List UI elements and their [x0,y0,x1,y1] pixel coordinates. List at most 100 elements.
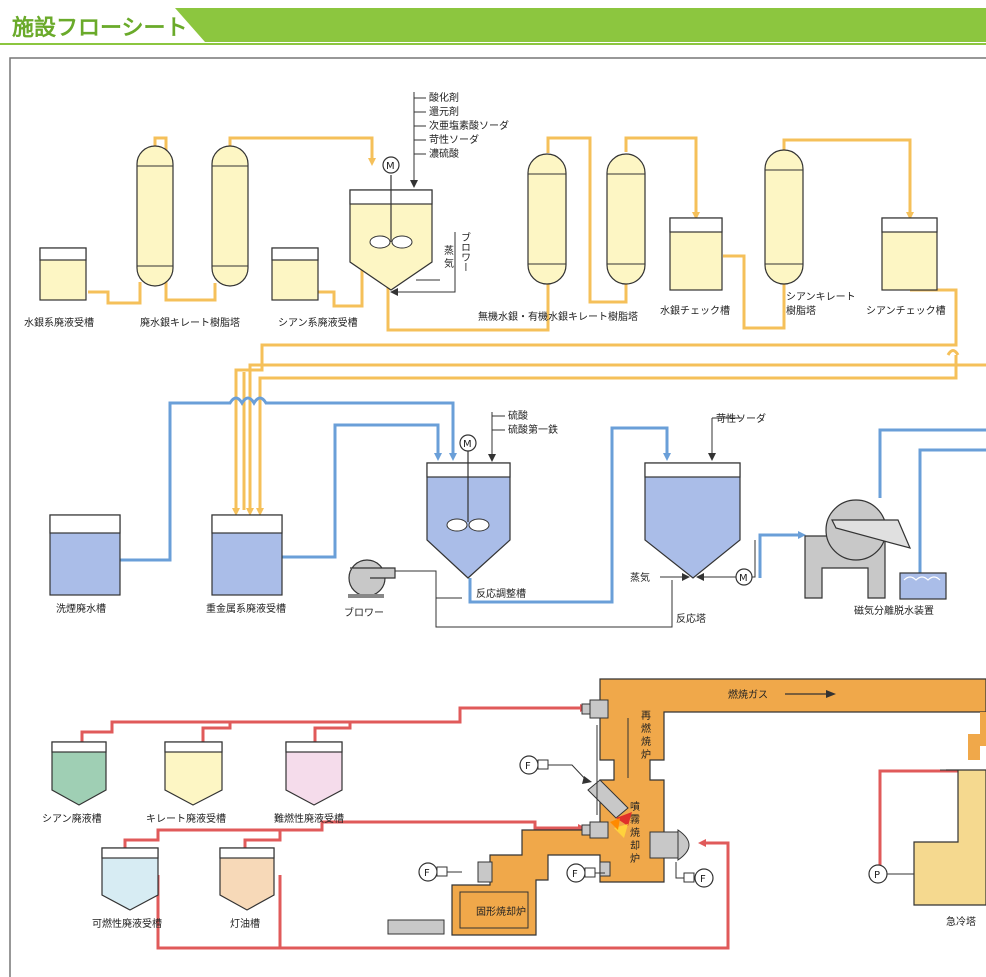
fan-lines [447,862,684,879]
magnetic-label: 磁気分離脱水装置 [854,604,934,617]
magnetic-separator [804,499,912,599]
diagram-frame [9,57,986,977]
hg-check-label: 水銀チェック槽 [660,304,730,317]
red-pipes [80,706,986,950]
cyan-waste-tank-green [51,741,107,806]
fan-1: F [519,755,549,775]
wash-water-tank [49,514,121,596]
flammable-tank [101,847,159,911]
hg-chelate-column-2 [211,145,249,287]
motor-feed-arrow [696,573,704,581]
cyan-waste-tank [271,247,319,301]
svg-text:P: P [874,870,880,881]
cyan-chelate-column [764,149,804,285]
quench-label: 急冷塔 [946,915,976,928]
svg-text:苛性ソーダ: 苛性ソーダ [429,133,479,146]
cyan-check-label: シアンチェック槽 [866,304,946,317]
inorganic-tower-label: 無機水銀・有機水銀キレート樹脂塔 [478,310,638,323]
cyan-tank-label: シアン系廃液受槽 [278,316,358,329]
chemical-feed-arrow-1 [410,180,418,188]
blower-label-vertical: ブロワー [459,231,470,272]
blower-air-lines [395,570,673,628]
blue-arrowheads [434,453,806,539]
pump-p: P [868,864,888,884]
nonflam-label: 難燃性廃液受槽 [274,812,344,825]
gas-flow-arrowhead [826,690,836,698]
caustic-feed-line [711,417,742,455]
chelate-waste-tank [164,741,223,806]
fan-4: F [683,868,714,888]
svg-text:次亜塩素酸ソーダ: 次亜塩素酸ソーダ [429,119,509,132]
gas-label: 燃焼ガス [728,688,768,701]
svg-text:還元剤: 還元剤 [429,105,459,118]
svg-text:再: 再 [641,710,651,722]
svg-text:炉: 炉 [641,749,651,761]
svg-text:M: M [386,161,395,172]
chem2-ferrous: 硫酸第一鉄 [508,423,558,436]
chemical-feed-line-1 [413,92,426,182]
svg-text:M: M [739,573,748,584]
svg-text:気: 気 [444,257,454,270]
fan-3: F [566,863,596,883]
agitator-motor-2: M [459,434,477,452]
spray-nozzle [587,779,629,819]
kerosene-label: 灯油槽 [230,917,260,930]
reaction-tower-label: 反応塔 [676,612,706,625]
svg-text:酸化剤: 酸化剤 [429,91,459,104]
dewatered-water-tray [899,572,947,600]
svg-text:M: M [463,439,472,450]
kerosene-tank [219,847,275,911]
cyan-chelate-label-2: 樹脂塔 [786,304,816,317]
fan-2: F [418,862,448,882]
blower-steam-lines-1 [396,232,456,293]
reburner-label: 再 燃 焼 炉 [641,710,651,761]
caustic-feed-arrow [708,453,716,461]
nonflammable-tank [285,741,343,806]
agitator-motor-1: M [382,156,400,174]
svg-text:F: F [700,874,706,885]
header-bar [175,8,986,42]
reaction-tower [644,462,741,579]
inorganic-chelate-column-2 [606,153,646,285]
flam-label: 可燃性廃液受槽 [92,917,162,930]
page-title: 施設フローシート [12,15,188,41]
svg-text:焼: 焼 [630,827,640,839]
air-steam-arrow-1 [390,288,398,296]
svg-text:濃硫酸: 濃硫酸 [429,147,459,160]
svg-text:噴: 噴 [630,801,640,813]
quench-tower [913,769,986,906]
blower-unit [348,559,396,598]
svg-text:蒸: 蒸 [444,245,454,257]
svg-text:焼: 焼 [641,736,651,748]
chemical-feed-line-2 [491,412,505,456]
oxidation-reactor [349,175,433,291]
header: 施設フローシート [0,8,986,45]
burner-small-right [599,861,611,877]
chelate-waste-label: キレート廃液受槽 [146,812,226,825]
burner-spray-upper [581,821,609,839]
chem2-sulfuric: 硫酸 [508,409,528,422]
steam-line-2 [660,540,756,578]
inorganic-chelate-column-1 [527,153,567,285]
blower-label: ブロワー [344,606,384,619]
pump-motor-2: M [735,568,753,586]
chemical-list-1: 酸化剤 還元剤 次亜塩素酸ソーダ 苛性ソーダ 濃硫酸 [429,91,509,160]
steam-label-vertical: 蒸 気 [444,245,454,270]
svg-text:霧: 霧 [630,814,640,826]
svg-text:F: F [424,868,430,879]
steam2-label: 蒸気 [630,571,650,584]
solid-incinerator-label: 固形焼却炉 [476,906,526,918]
flame [610,812,632,838]
svg-text:燃: 燃 [641,722,651,735]
svg-text:F: F [572,869,578,880]
chemical-feed-arrow-2 [488,454,496,462]
heavy-metal-tank-label: 重金属系廃液受槽 [206,602,286,615]
svg-text:炉: 炉 [630,853,640,865]
fan-1-arrow [582,776,592,784]
burner-reburn [581,699,609,719]
incinerator-system [387,678,986,936]
adjust-tank-label: 反応調整槽 [476,587,526,600]
cyan-check-tank [881,217,938,291]
hg-chelate-tower-label: 廃水銀キレート樹脂塔 [140,316,240,329]
